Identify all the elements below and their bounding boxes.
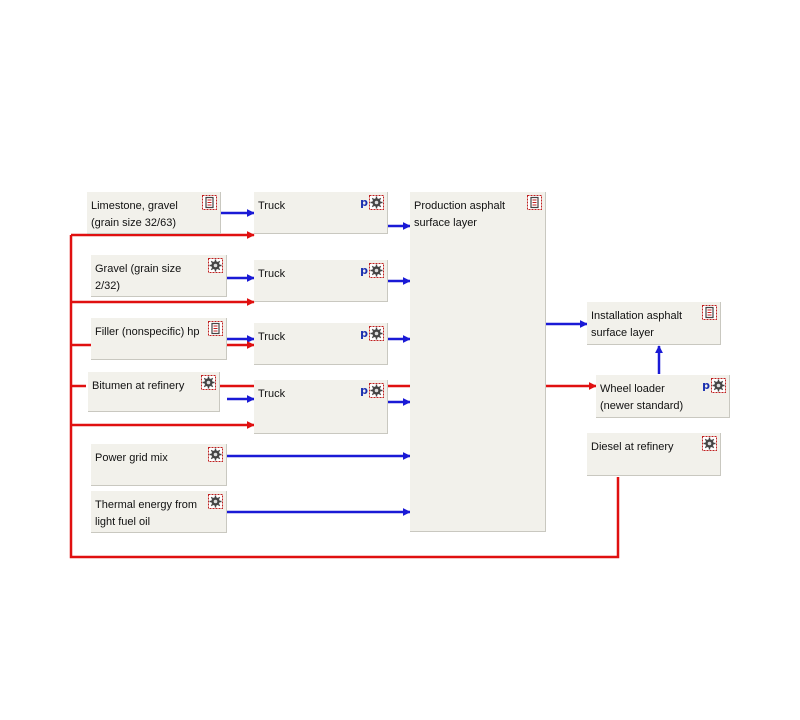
process-gear-icon	[369, 195, 384, 210]
process-truck-1[interactable]: Truck p	[254, 192, 388, 234]
process-gear-icon	[208, 494, 223, 509]
process-box-icon	[202, 195, 217, 210]
parameter-p-marker: p	[360, 327, 368, 340]
process-truck-3[interactable]: Truck p	[254, 323, 388, 365]
process-gear-icon	[208, 258, 223, 273]
process-limestone-gravel[interactable]: Limestone, gravel (grain size 32/63)	[87, 192, 221, 234]
process-gravel[interactable]: Gravel (grain size 2/32)	[91, 255, 227, 297]
process-label: Thermal energy from light fuel oil	[95, 499, 198, 528]
process-production-asphalt[interactable]: Production asphalt surface layer	[410, 192, 546, 532]
process-label: Production asphalt surface layer	[414, 200, 506, 229]
process-gear-icon	[208, 447, 223, 462]
process-gear-icon	[702, 436, 717, 451]
process-label: Limestone, gravel (grain size 32/63)	[91, 200, 178, 229]
process-box-icon	[208, 321, 223, 336]
parameter-p-marker: p	[702, 379, 710, 392]
process-label: Filler (nonspecific) hp	[95, 326, 200, 338]
process-label: Truck	[258, 268, 286, 280]
process-power-grid-mix[interactable]: Power grid mix	[91, 444, 227, 486]
process-gear-icon	[369, 326, 384, 341]
parameter-p-marker: p	[360, 384, 368, 397]
process-installation-asphalt[interactable]: Installation asphalt surface layer	[587, 302, 721, 345]
process-diesel-refinery[interactable]: Diesel at refinery	[587, 433, 721, 476]
process-label: Truck	[258, 388, 286, 400]
parameter-p-marker: p	[360, 196, 368, 209]
process-label: Diesel at refinery	[591, 441, 674, 453]
process-thermal-energy[interactable]: Thermal energy from light fuel oil	[91, 491, 227, 533]
process-label: Power grid mix	[95, 452, 168, 464]
process-label: Installation asphalt surface layer	[591, 310, 683, 339]
process-filler[interactable]: Filler (nonspecific) hp	[91, 318, 227, 360]
process-gear-icon	[711, 378, 726, 393]
process-wheel-loader[interactable]: Wheel loader (newer standard) p	[596, 375, 730, 418]
process-box-icon	[702, 305, 717, 320]
process-label: Bitumen at refinery	[92, 380, 185, 392]
parameter-p-marker: p	[360, 264, 368, 277]
process-gear-icon	[369, 263, 384, 278]
process-gear-icon	[201, 375, 216, 390]
process-gear-icon	[369, 383, 384, 398]
process-label: Wheel loader (newer standard)	[600, 383, 684, 412]
process-label: Truck	[258, 200, 286, 212]
process-label: Truck	[258, 331, 286, 343]
process-bitumen[interactable]: Bitumen at refinery	[88, 372, 220, 412]
process-truck-4[interactable]: Truck p	[254, 380, 388, 434]
process-label: Gravel (grain size 2/32)	[95, 263, 182, 292]
process-box-icon	[527, 195, 542, 210]
flow-diesel-network[interactable]	[69, 235, 620, 559]
process-truck-2[interactable]: Truck p	[254, 260, 388, 302]
